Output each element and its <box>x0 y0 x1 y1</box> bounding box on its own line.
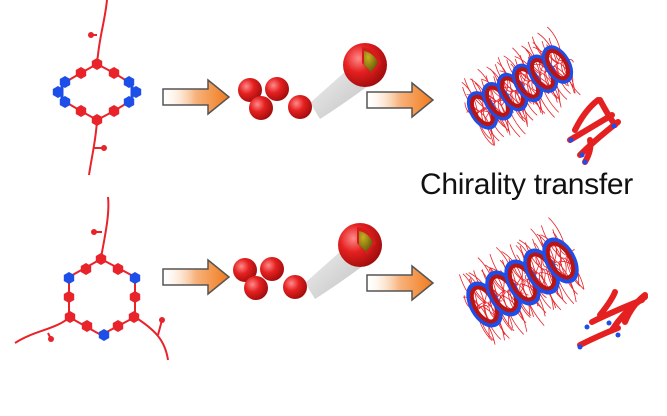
fiber-network-top <box>567 97 621 165</box>
alkyl-chain <box>499 99 521 138</box>
arrow-icon <box>162 79 230 115</box>
alkyl-chain <box>503 293 511 310</box>
alkyl-chain <box>497 291 506 302</box>
alkyl-chain <box>482 107 488 111</box>
alkyl-chain <box>489 267 507 293</box>
arrow-icon <box>366 265 434 301</box>
alkyl-chain <box>539 63 547 72</box>
alkyl-chain <box>466 109 480 113</box>
alkyl-chain <box>503 82 513 93</box>
chirality-transfer-label: Chirality transfer <box>420 168 633 201</box>
alkyl-chain <box>508 258 525 282</box>
helix-turn <box>544 48 571 81</box>
arrow-icon <box>366 82 434 118</box>
fiber-network-bottom <box>577 289 648 350</box>
alkyl-chain <box>519 283 524 294</box>
alkyl-chain <box>522 282 529 296</box>
alkyl-chain <box>478 305 483 310</box>
alkyl-chain <box>539 272 545 286</box>
alkyl-chain <box>559 259 563 266</box>
alkyl-chain <box>485 108 492 136</box>
alkyl-chain <box>519 280 526 295</box>
helix-turn <box>542 237 579 284</box>
alkyl-chain <box>470 277 488 304</box>
micelle-bottom <box>233 223 382 300</box>
alkyl-chain <box>514 58 532 82</box>
alkyl-chain <box>541 270 546 281</box>
helical-fiber-top <box>461 26 581 146</box>
alkyl-chain <box>488 268 506 293</box>
alkyl-chain <box>499 294 503 302</box>
rhombic-macrocycle-monomer <box>52 0 142 176</box>
alkyl-chain <box>535 256 546 270</box>
triangular-macrocycle-monomer <box>14 196 169 361</box>
micelle-top <box>238 43 387 120</box>
alkyl-chain <box>556 248 565 259</box>
alkyl-chain <box>531 79 537 91</box>
alkyl-chain <box>468 278 487 304</box>
arrow-icon <box>162 259 230 295</box>
helical-fiber-bottom <box>459 217 585 345</box>
helix-turn <box>545 241 576 280</box>
